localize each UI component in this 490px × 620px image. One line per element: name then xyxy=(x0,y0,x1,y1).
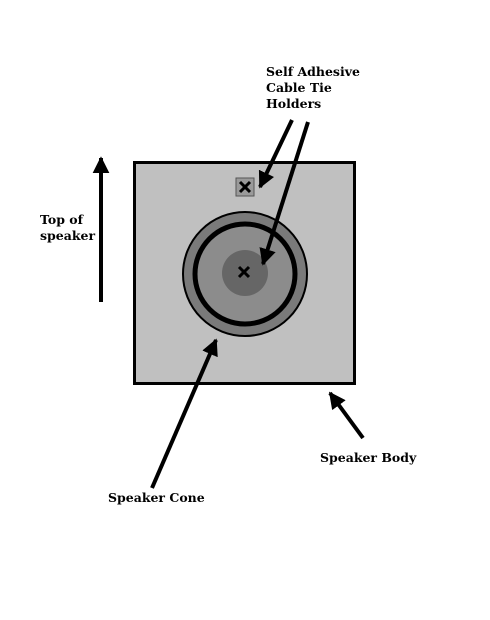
cable-tie-holders-label-line: Holders xyxy=(266,96,322,111)
arrow-icon xyxy=(259,121,310,266)
top-of-speaker-label-line: Top of xyxy=(40,212,84,227)
speaker-cone-label: Speaker Cone xyxy=(108,490,205,505)
speaker-body-label: Speaker Body xyxy=(320,450,417,465)
cable-tie-holders-label-line: Cable Tie xyxy=(266,80,332,95)
arrow-icon xyxy=(328,391,365,440)
cable-tie-holders-label-line: Self Adhesive xyxy=(266,64,360,79)
arrow-icon xyxy=(150,338,218,489)
cable-tie-holder-icon xyxy=(235,263,253,281)
top-of-speaker-label-line: speaker xyxy=(40,228,96,243)
top-of-speaker-label: Top of speaker xyxy=(40,212,95,244)
arrow-icon xyxy=(258,119,294,189)
cable-tie-holders-label: Self Adhesive Cable Tie Holders xyxy=(266,64,360,112)
cable-tie-holder-icon xyxy=(235,177,255,197)
